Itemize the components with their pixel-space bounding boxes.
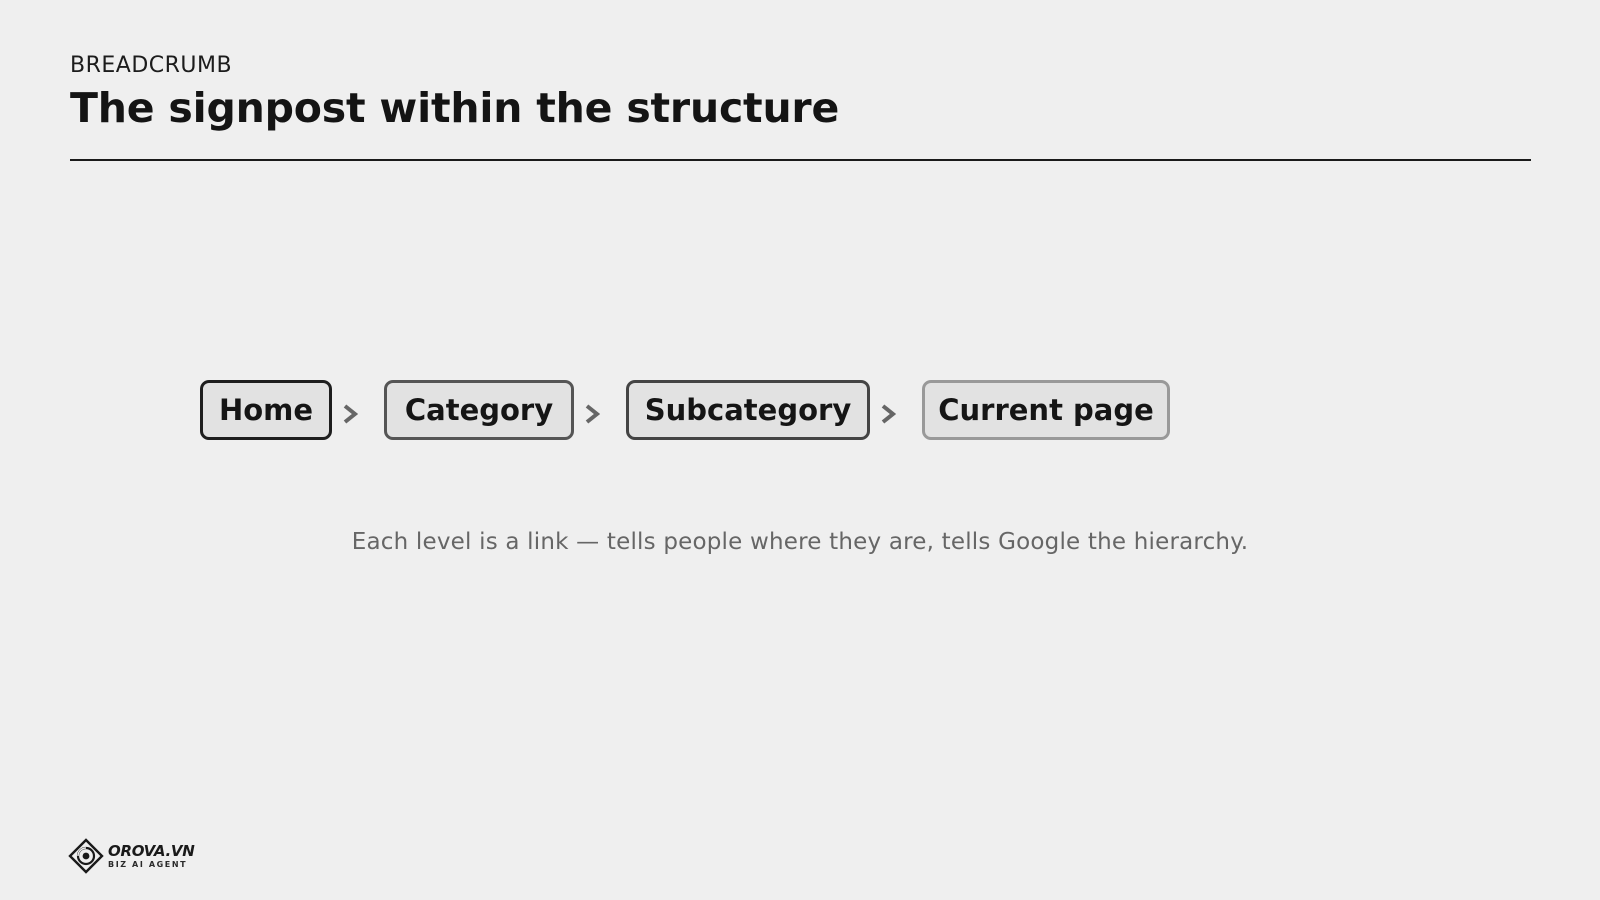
breadcrumb-item-subcategory[interactable]: Subcategory [626, 380, 870, 440]
logo-mark-icon [68, 838, 104, 874]
breadcrumb-item-current-page[interactable]: Current page [922, 380, 1170, 440]
brand-logo: OROVA.VN BIZ AI AGENT [68, 838, 195, 874]
caption-text: Each level is a link — tells people wher… [351, 529, 1249, 555]
chevron-right-icon [343, 404, 358, 424]
eyebrow-label: BREADCRUMB [70, 53, 233, 78]
breadcrumb-item-home[interactable]: Home [200, 380, 332, 440]
page-title: The signpost within the structure [70, 84, 840, 132]
logo-name: OROVA.VN [108, 841, 195, 860]
title-divider [70, 159, 1531, 161]
chevron-right-icon [585, 404, 600, 424]
chevron-right-icon [881, 404, 896, 424]
breadcrumb-item-category[interactable]: Category [384, 380, 574, 440]
logo-tagline: BIZ AI AGENT [108, 859, 188, 869]
